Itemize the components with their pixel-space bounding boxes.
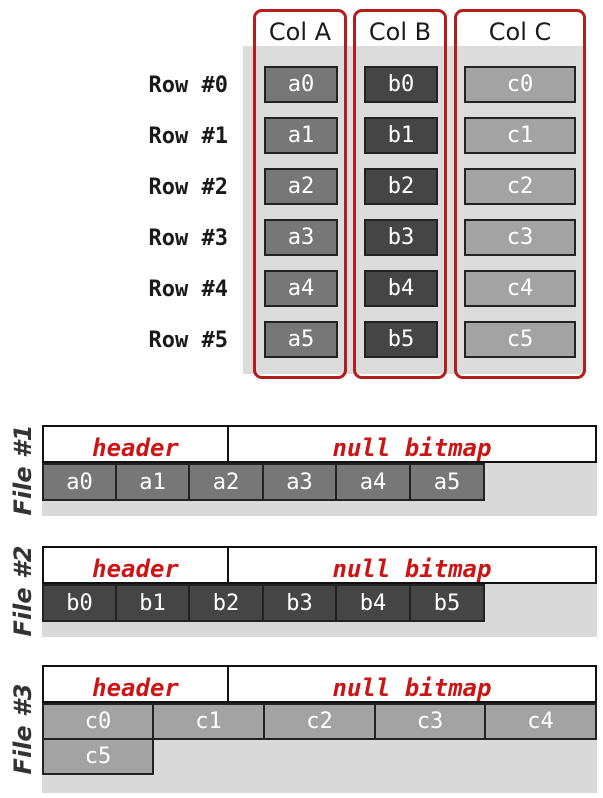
row-label-5: Row #5 xyxy=(148,328,228,353)
file-3-null-bitmap: null bitmap xyxy=(227,665,597,703)
file-2-cell-b5: b5 xyxy=(409,584,485,622)
file-1-cell-a1: a1 xyxy=(115,463,190,501)
cell-a2: a2 xyxy=(264,168,338,205)
file-2-cell-b4: b4 xyxy=(335,584,411,622)
file-2-header: header xyxy=(42,546,229,584)
file-2-null-bitmap: null bitmap xyxy=(227,546,597,584)
col-c-header: Col C xyxy=(488,18,552,46)
file-1-label: File #1 xyxy=(9,424,37,516)
file-1-cell-a5: a5 xyxy=(409,463,485,501)
file-3-cell-c3: c3 xyxy=(374,703,486,740)
cell-b0: b0 xyxy=(364,66,438,103)
file-3-cell-c4: c4 xyxy=(484,703,597,740)
cell-b4: b4 xyxy=(364,270,438,307)
cell-b3: b3 xyxy=(364,219,438,256)
row-label-1: Row #1 xyxy=(148,124,228,149)
file-3-label: File #3 xyxy=(9,683,37,775)
col-b-header: Col B xyxy=(368,18,432,46)
file-3-cell-c5: c5 xyxy=(42,738,154,775)
file-3-cell-c1: c1 xyxy=(152,703,265,740)
row-label-3: Row #3 xyxy=(148,226,228,251)
col-c-frame xyxy=(454,9,586,379)
cell-a3: a3 xyxy=(264,219,338,256)
cell-c0: c0 xyxy=(464,66,576,103)
cell-a0: a0 xyxy=(264,66,338,103)
file-1-header: header xyxy=(42,425,229,463)
file-1-cell-a0: a0 xyxy=(42,463,117,501)
row-label-4: Row #4 xyxy=(148,277,228,302)
file-2-cell-b1: b1 xyxy=(115,584,190,622)
cell-a4: a4 xyxy=(264,270,338,307)
file-1-cell-a4: a4 xyxy=(335,463,411,501)
file-1-null-bitmap: null bitmap xyxy=(227,425,597,463)
file-1-cell-a2: a2 xyxy=(188,463,264,501)
file-2-cell-b2: b2 xyxy=(188,584,264,622)
file-3-header: header xyxy=(42,665,229,703)
file-2-cell-b0: b0 xyxy=(42,584,117,622)
cell-c3: c3 xyxy=(464,219,576,256)
col-b-frame xyxy=(353,9,447,379)
cell-c2: c2 xyxy=(464,168,576,205)
cell-a1: a1 xyxy=(264,117,338,154)
col-a-frame xyxy=(253,9,347,379)
cell-c4: c4 xyxy=(464,270,576,307)
cell-c1: c1 xyxy=(464,117,576,154)
file-2-cell-b3: b3 xyxy=(262,584,337,622)
col-a-header: Col A xyxy=(268,18,332,46)
file-3-cell-c0: c0 xyxy=(42,703,154,740)
cell-b2: b2 xyxy=(364,168,438,205)
file-2-label: File #2 xyxy=(9,545,37,637)
cell-c5: c5 xyxy=(464,321,576,358)
row-label-2: Row #2 xyxy=(148,175,228,200)
row-label-0: Row #0 xyxy=(148,73,228,98)
file-3-cell-c2: c2 xyxy=(263,703,376,740)
cell-b5: b5 xyxy=(364,321,438,358)
cell-b1: b1 xyxy=(364,117,438,154)
file-1-cell-a3: a3 xyxy=(262,463,337,501)
cell-a5: a5 xyxy=(264,321,338,358)
